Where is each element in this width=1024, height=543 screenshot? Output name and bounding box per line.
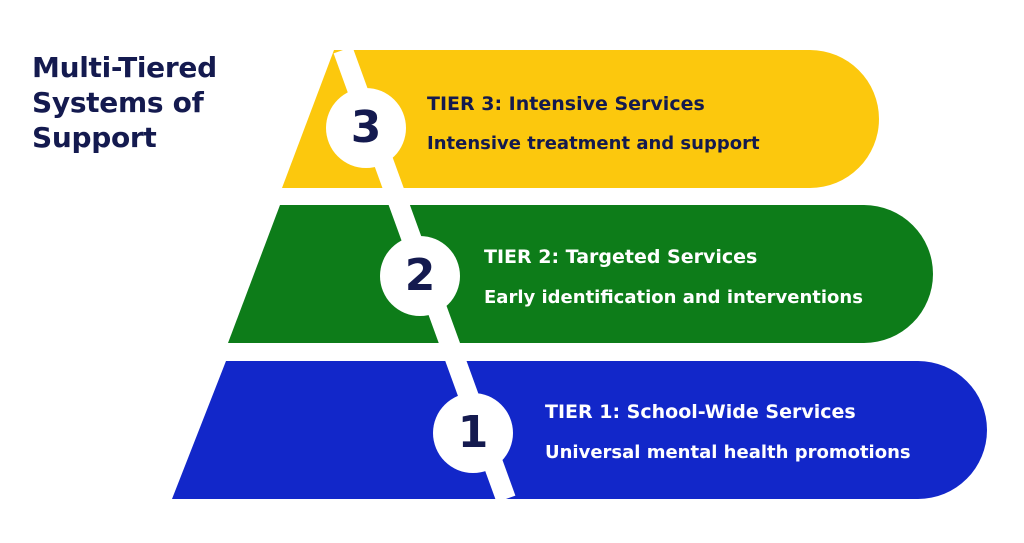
- tier-1-heading: TIER 1: School-Wide Services: [545, 401, 856, 423]
- tier-1-description: Universal mental health promotions: [545, 442, 911, 463]
- tier-3-number: 3: [350, 102, 382, 153]
- diagram-title: Multi-Tiered Systems of Support: [32, 51, 217, 154]
- tier-3-band: [282, 50, 879, 188]
- tier-2-number: 2: [404, 250, 436, 301]
- tier-2-circle: [380, 236, 460, 316]
- tier-3-heading: TIER 3: Intensive Services: [427, 93, 705, 115]
- tier-2-description: Early identification and interventions: [484, 287, 863, 308]
- tier-3-circle: [326, 88, 406, 168]
- tier-2-heading: TIER 2: Targeted Services: [484, 246, 758, 268]
- tier-1-number: 1: [457, 407, 489, 458]
- tier-3-description: Intensive treatment and support: [427, 133, 760, 154]
- tier-1-band: [172, 361, 987, 499]
- tier-1-circle: [433, 393, 513, 473]
- tier-2-band: [228, 205, 933, 343]
